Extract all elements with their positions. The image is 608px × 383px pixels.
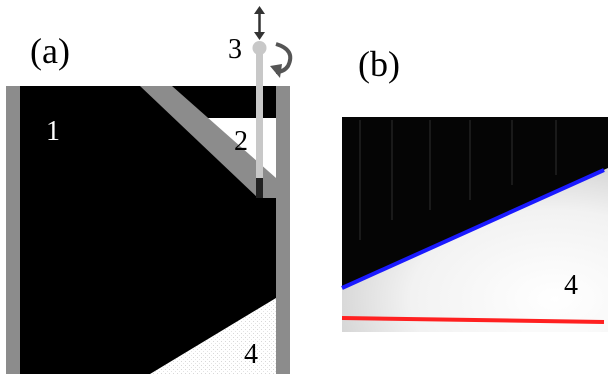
region-4-white — [150, 298, 276, 374]
rod — [256, 50, 263, 180]
photo-streaks — [359, 120, 557, 240]
region-label-1: 1 — [46, 116, 60, 147]
rod-knob — [252, 41, 267, 55]
inclined-plate — [140, 86, 276, 198]
panel-a-label: (a) — [30, 31, 70, 71]
region-label-4: 4 — [244, 339, 258, 370]
region-label-3: 3 — [228, 34, 242, 65]
panel-a: (a) 1 2 3 4 — [6, 6, 293, 374]
upper-boundary-line — [341, 168, 605, 290]
panel-b-label: (b) — [358, 44, 400, 84]
panel-b-region-label-4: 4 — [564, 270, 578, 301]
illuminated-region — [342, 168, 608, 332]
rod-tip — [256, 178, 263, 198]
double-headed-vertical-arrow-icon — [254, 6, 265, 40]
lower-boundary-line — [341, 316, 605, 324]
panel-b: (b) 4 — [341, 44, 608, 332]
region-label-2: 2 — [234, 126, 248, 157]
curved-rotation-arrow-icon — [270, 42, 293, 78]
